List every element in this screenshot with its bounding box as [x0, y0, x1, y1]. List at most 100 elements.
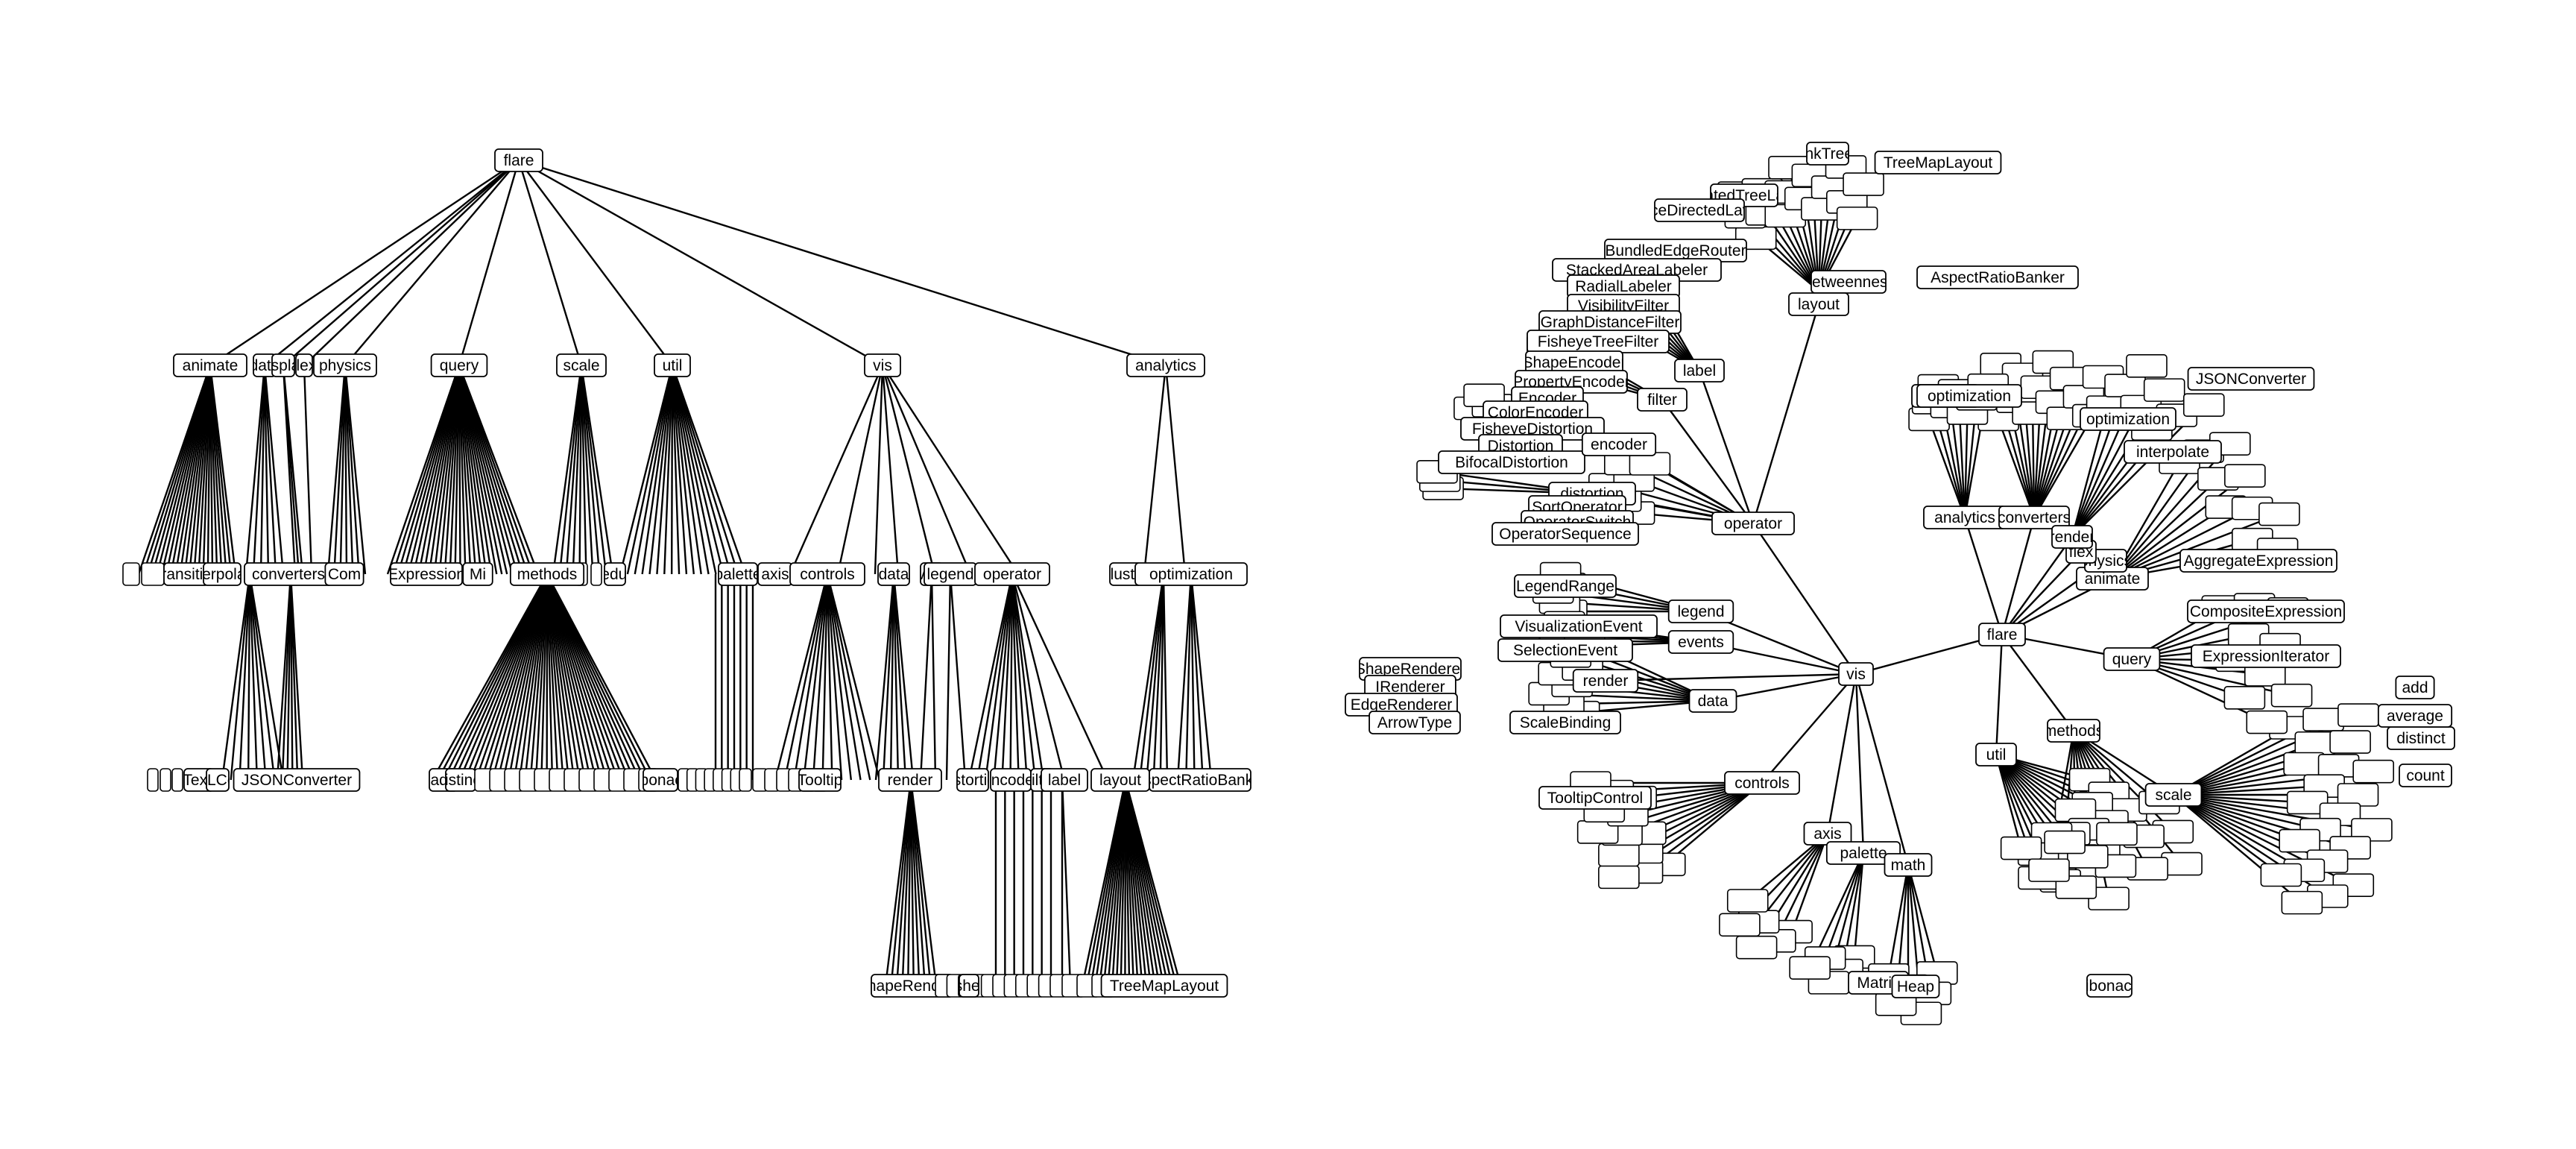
radial-node-arrowtype: ArrowType: [1369, 711, 1460, 734]
radial-node-aggregateexpression: AggregateExpression: [2180, 550, 2337, 572]
tree-node-physics-text: physics: [319, 357, 371, 374]
radial-node-scale: methods: [2044, 720, 2104, 742]
tree-node-operator-text: operator: [983, 566, 1041, 583]
tree-node-treemaplayout: TreeMapLayout: [1102, 975, 1228, 997]
radial-node-distinct: distinct: [2387, 727, 2455, 749]
radial-node-query-text: query: [2112, 651, 2152, 668]
tree-node-data-sub-text: data: [879, 566, 909, 583]
radial-node-scalebinding-text: ScaleBinding: [1520, 714, 1611, 731]
radial-node-math-text: math: [1891, 857, 1926, 874]
legend-edge-1: [950, 574, 965, 780]
radial-node-aspectratiobanker-text: AspectRatioBanker: [1931, 269, 2065, 286]
radial-node-util: util: [1976, 743, 2016, 766]
tree-stub-util-7: [739, 769, 751, 791]
radial-node-encoder-pkg-text: encoder: [1591, 436, 1647, 453]
tree-stub: [591, 563, 602, 585]
radial-node-layout-text: layout: [1798, 296, 1840, 313]
radial-node-filter: filter: [1638, 388, 1687, 411]
tree-node-controls: controls: [790, 563, 865, 585]
tree-node-analytics: analytics: [1127, 354, 1205, 377]
radial-node-encoder-pkg: encoder: [1582, 433, 1655, 456]
vis-edge-0: [790, 365, 883, 574]
tree-node-palette: palette: [714, 563, 761, 585]
radial-node-aspectratiobanker: AspectRatioBanker: [1917, 266, 2078, 289]
events-edge-1: [932, 574, 935, 780]
controls-edge-9: [827, 574, 861, 780]
methods-stub-21: [2282, 892, 2322, 914]
events-edge-0: [921, 574, 932, 780]
tree-node-animate: animate: [174, 354, 247, 377]
radial-node-layout: layout: [1789, 293, 1849, 315]
radial-node-interpolate-text: optimization: [2086, 411, 2170, 428]
edge-flare-util: [519, 160, 672, 365]
radial-node-heap: Heap: [1892, 975, 1939, 998]
tree-node-methods: methods: [511, 563, 584, 585]
radial-edge-flare-analytics: [1965, 517, 2002, 635]
radial-node-axis-text: axis: [1813, 825, 1841, 843]
radial-node-palette-text: palette: [1840, 845, 1887, 862]
radial-node-analytics-text: analytics: [1934, 509, 1995, 526]
radial-edge-operator-filter: [1662, 400, 1753, 523]
radial-edge-flare-scale: [2002, 635, 2074, 731]
data-pkg-stub-7: [2184, 394, 2224, 416]
radial-node-operator-text: operator: [1724, 515, 1782, 532]
radial-node-query: query: [2104, 648, 2160, 670]
tree-node-expression: Expression: [388, 563, 465, 585]
methods-stub-1: [2303, 708, 2343, 731]
tree-node-render: render: [879, 769, 941, 791]
methods-stub-20: [2261, 863, 2301, 886]
legend-edge-0: [947, 574, 950, 780]
tree-node-aspectratiobanker-text: AspectRatioBanker: [1133, 772, 1267, 789]
tree-node-scale: scale: [557, 354, 606, 377]
tree-node-jsonconverter-text: JSONConverter: [242, 772, 352, 789]
radial-node-methods: scale: [2146, 784, 2202, 806]
radial-node-bifocal: BifocalDistortion: [1439, 451, 1585, 473]
radial-edge-operator-label: [1699, 371, 1753, 523]
radial-node-math: math: [1884, 854, 1931, 876]
edge-flare-vis: [519, 160, 883, 365]
scale-stub-5: [2097, 822, 2137, 845]
tree-root-flare: flare: [495, 149, 543, 171]
util-edge-15: [672, 365, 730, 574]
radial-node-label: label: [1675, 359, 1724, 382]
radial-edge-vis-operator: [1753, 523, 1856, 674]
tree-node-vis-text: vis: [873, 357, 892, 374]
tree-node-analytics-text: analytics: [1135, 357, 1196, 374]
palette-stub-4: [1790, 957, 1830, 979]
operator-wide-edge-1: [1012, 574, 1108, 780]
radial-node-jsonconverter-text: JSONConverter: [2196, 371, 2306, 388]
radial-node-label-text: label: [1683, 362, 1716, 380]
scale-stub-10: [2045, 831, 2085, 854]
tree-node-operator: operator: [975, 563, 1049, 585]
radial-node-betweenness: Betweenness: [1802, 271, 1895, 293]
tree-node-query: query: [432, 354, 487, 377]
tree-stub: [123, 563, 139, 585]
radial-node-animate-text: converters: [1998, 509, 2071, 526]
tree-node-label-text: label: [1048, 772, 1081, 789]
tree-node-vis: vis: [865, 354, 900, 377]
radial-node-data-text: data: [1698, 693, 1729, 710]
radial-node-data-pkg-text: render: [2050, 529, 2095, 546]
tree-node-legend-text: legend: [926, 566, 973, 583]
radial-node-scale-text: methods: [2044, 723, 2104, 740]
tree-node-physics: physics: [314, 354, 376, 377]
tree-node-scale-text: scale: [563, 357, 599, 374]
controls-stub-2: [1599, 866, 1639, 888]
radial-node-analytics: analytics: [1924, 506, 2006, 529]
radial-node-filter-text: filter: [1647, 391, 1677, 409]
util-stub-15: [2001, 837, 2042, 860]
radial-node-events: events: [1669, 631, 1734, 653]
radial-node-fisheyetree-text: FisheyeTreeFilter: [1538, 333, 1659, 350]
radial-node-operatorsequence: OperatorSequence: [1492, 523, 1638, 545]
tree-node-com-text: Com: [328, 566, 361, 583]
radial-node-vis: vis: [1839, 663, 1873, 685]
methods-stub-15: [2279, 830, 2320, 852]
radial-node-shapeencoder-text: ShapeEncoder: [1523, 354, 1626, 371]
controls-edge-2: [794, 574, 827, 780]
palette-edge-3: [1825, 853, 1863, 958]
tree-root-flare-text: flare: [504, 152, 534, 169]
radial-node-arrowtype-text: ArrowType: [1377, 714, 1452, 731]
radial-edge-vis-axis: [1828, 674, 1856, 834]
radial-edge-vis-palette: [1856, 674, 1863, 853]
